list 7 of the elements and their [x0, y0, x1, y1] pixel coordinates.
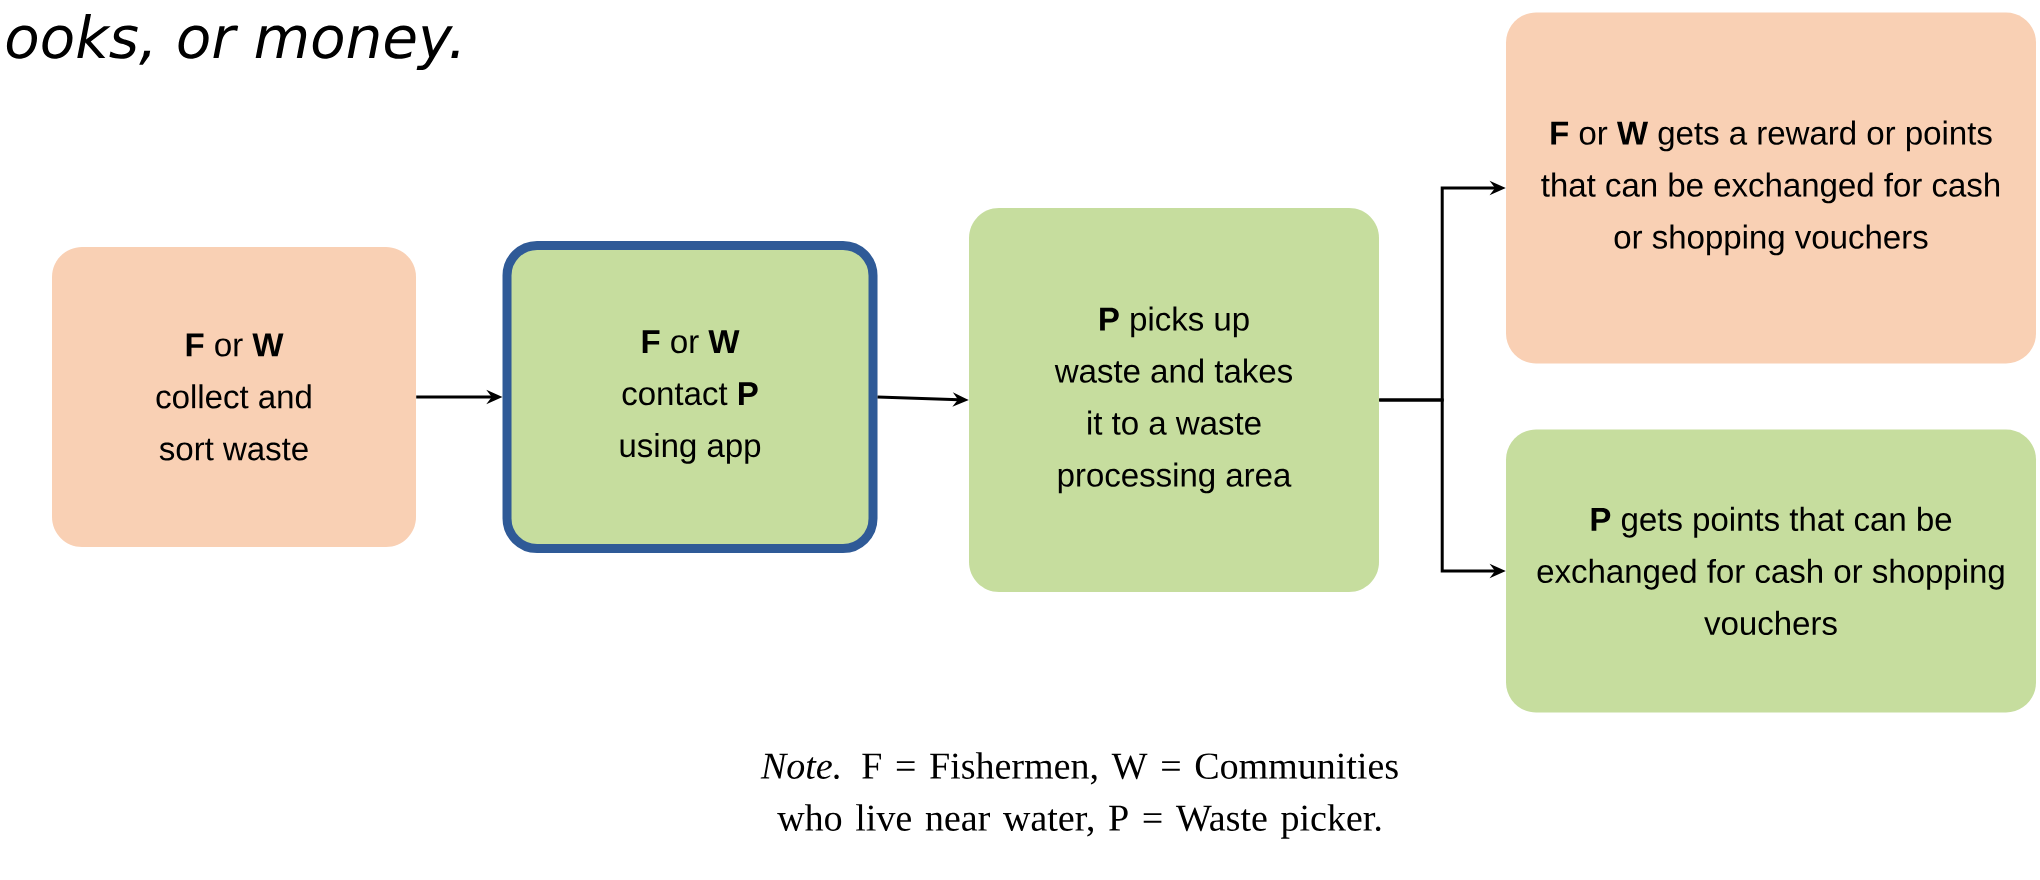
process-box: P picks up waste and takes it to a waste processing area	[969, 208, 1379, 592]
process-box: F or W collect and sort waste	[52, 247, 416, 547]
process-box: F or W gets a reward or points that can be exchanged for cash or shopping vouchers	[1506, 12, 2036, 364]
fragment-text: ooks, or money.	[6, 13, 459, 71]
process-box: F or W contact P using app	[502, 241, 878, 553]
process-box: P gets points that can be exchanged for cash or shopping vouchers	[1506, 429, 2036, 713]
note-text: Note. F = Fishermen, W = Communities who live near water, P = Waste picker.	[760, 752, 1398, 839]
